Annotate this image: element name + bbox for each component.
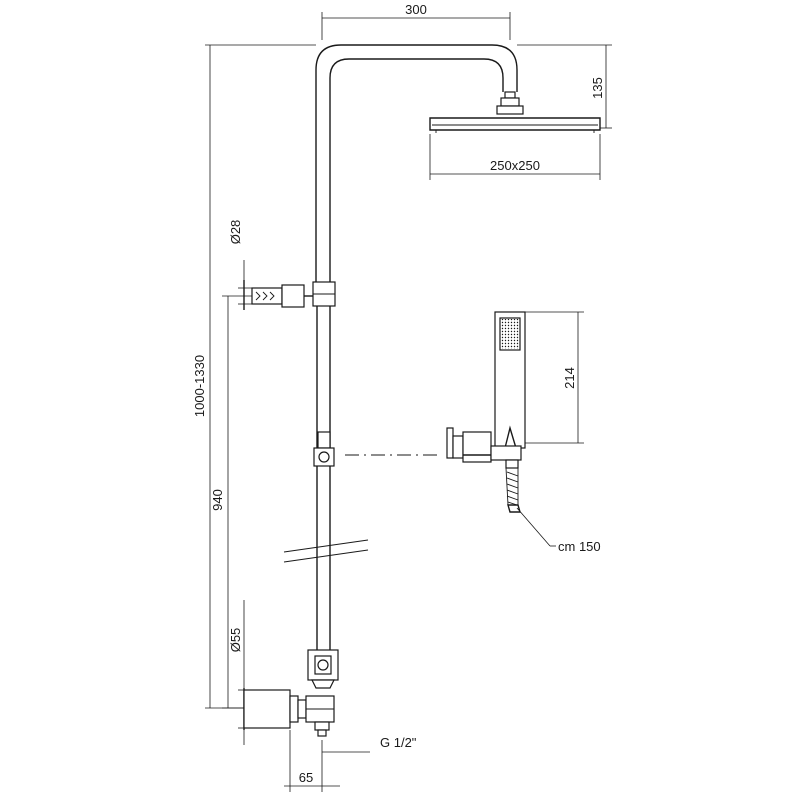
label-wall-offset: 65: [299, 770, 313, 785]
dimension-column-height: 1000-1330: [192, 44, 316, 709]
dimension-diameter-bar: Ø28: [228, 220, 252, 305]
wall-bracket: [243, 280, 336, 310]
label-handset-length: 214: [562, 367, 577, 389]
break-marks: [283, 539, 369, 563]
dimension-head-size: 250x250: [429, 134, 601, 180]
dimension-connection: G 1/2": [321, 735, 417, 760]
dimension-hose-length: cm 150: [516, 507, 601, 554]
diverter-valve: [307, 649, 339, 689]
wall-connector: [243, 688, 335, 737]
shower-head: [429, 91, 601, 133]
label-column-height: 1000-1330: [192, 355, 207, 417]
label-width-arm: 300: [405, 2, 427, 17]
dimension-wall-offset: 65: [284, 730, 340, 792]
dimension-height-head: 135: [517, 44, 612, 129]
label-diameter-bar: Ø28: [228, 220, 243, 245]
label-height-head: 135: [590, 77, 605, 99]
label-diameter-mixer: Ø55: [228, 628, 243, 653]
dimension-diameter-mixer: Ø55: [228, 600, 245, 745]
hand-shower: [446, 311, 526, 513]
label-connection: G 1/2": [380, 735, 417, 750]
label-head-size: 250x250: [490, 158, 540, 173]
shower-column: [315, 44, 518, 650]
dimension-wall-to-bracket: 940: [210, 295, 252, 709]
dimension-width-arm: 300: [321, 2, 511, 40]
handset-holder: [313, 431, 335, 467]
label-hose-length: cm 150: [558, 539, 601, 554]
dimension-handset-length: 214: [525, 311, 584, 444]
label-wall-to-bracket: 940: [210, 489, 225, 511]
